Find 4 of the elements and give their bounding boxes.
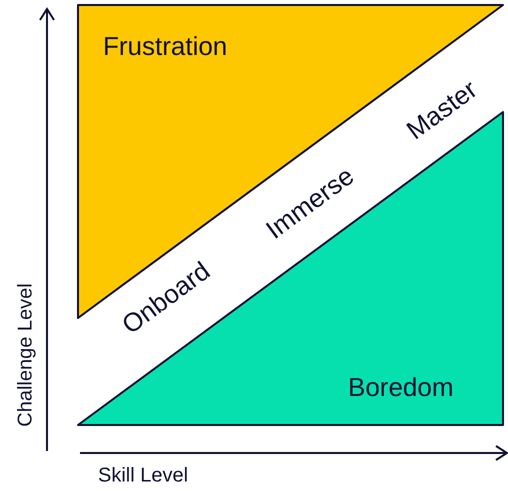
axis-label: Challenge Level — [14, 283, 38, 427]
region-label: Boredom — [348, 372, 454, 403]
axis-label: Skill Level — [98, 464, 188, 488]
region-label: Frustration — [103, 31, 228, 62]
